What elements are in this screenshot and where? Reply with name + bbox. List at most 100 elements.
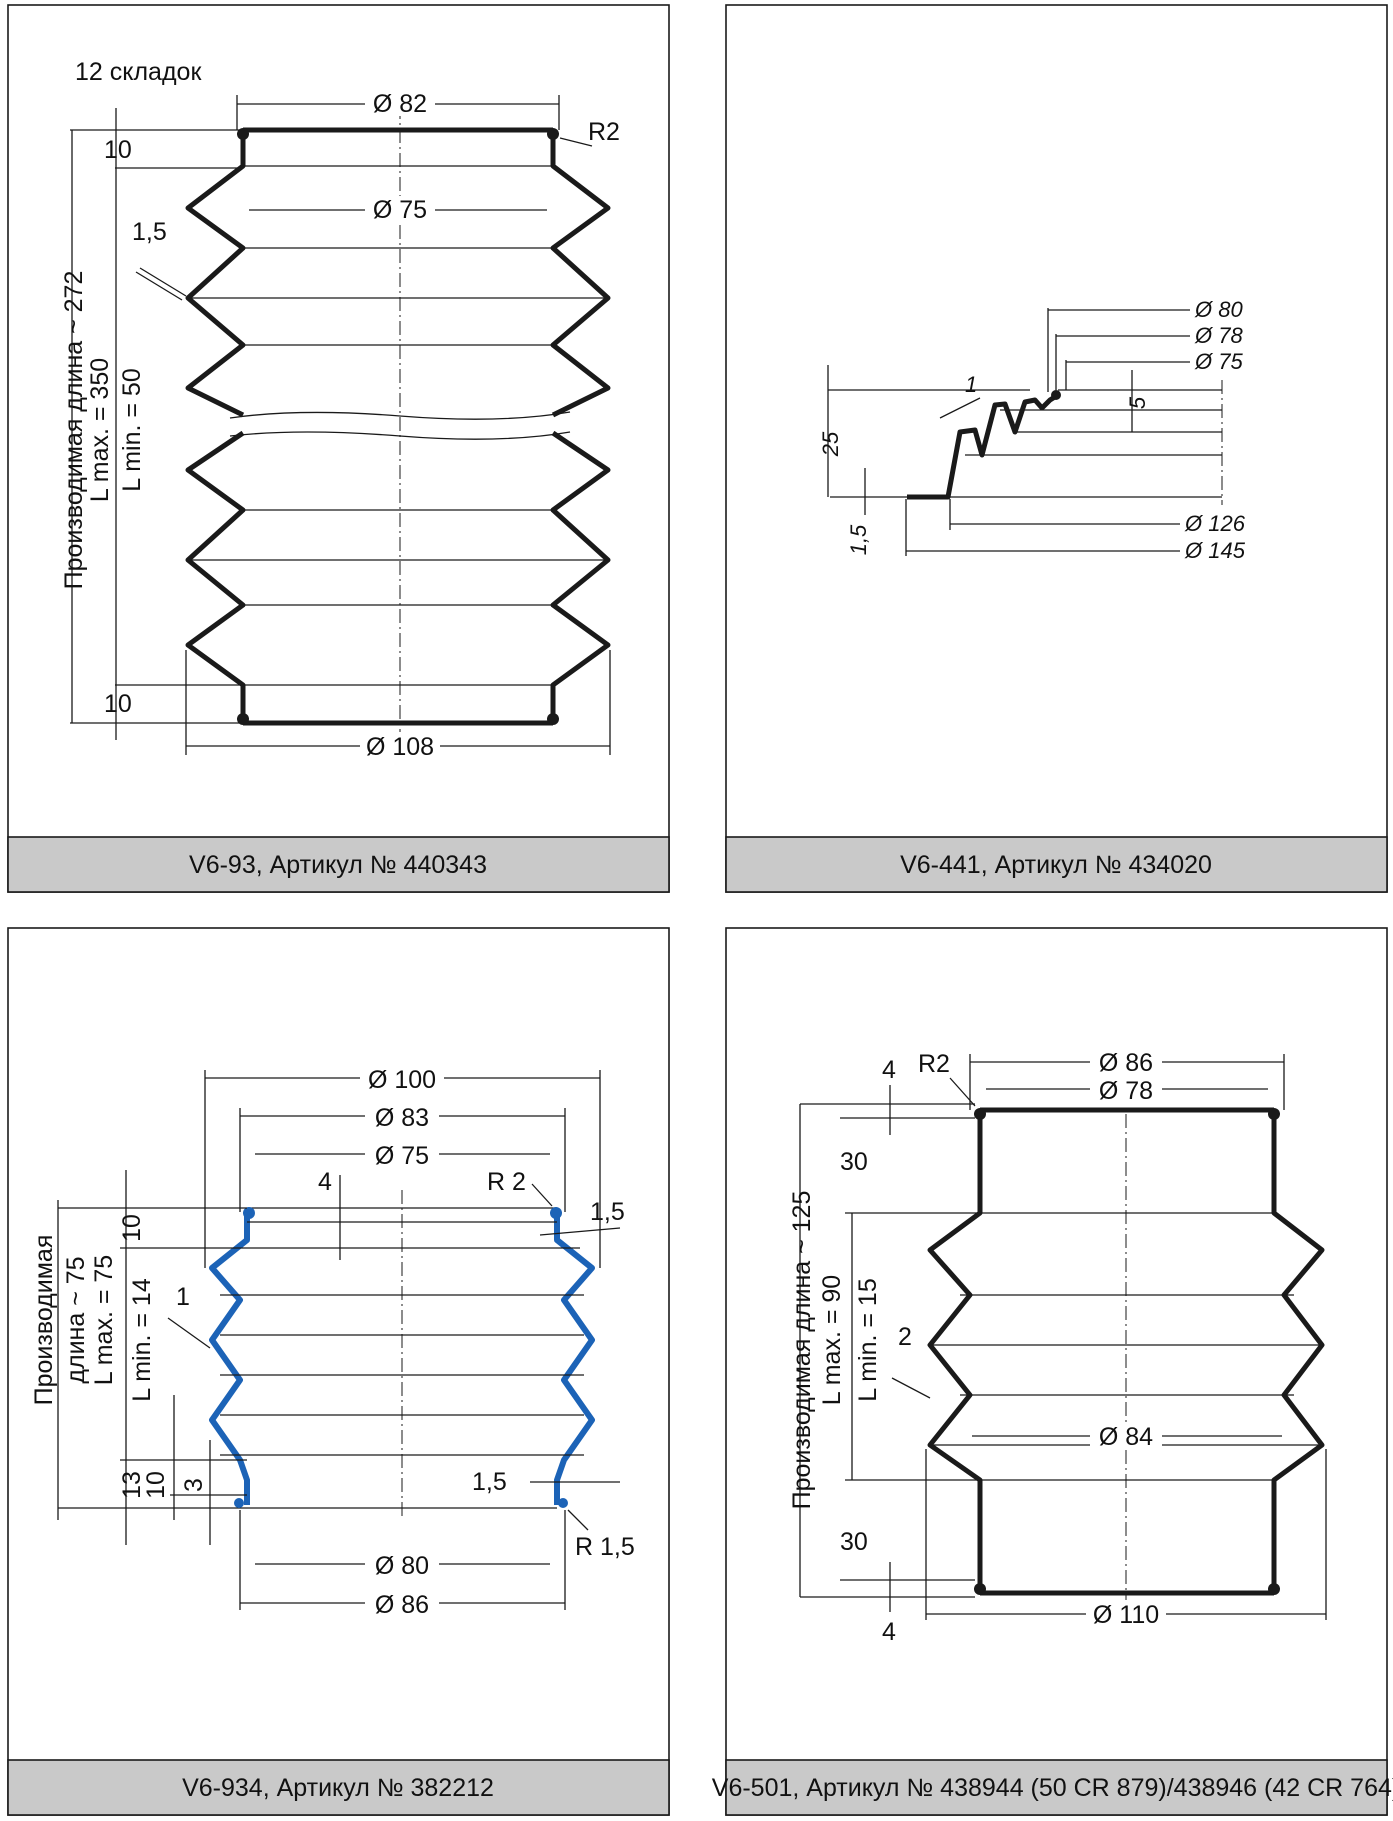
label-step: 5 [1125, 396, 1150, 409]
label-radius-bottom: R 1,5 [575, 1533, 635, 1561]
label-lmax: L max. = 350 [86, 358, 114, 502]
left-profile [209, 1214, 250, 1505]
label-radius: R2 [918, 1050, 950, 1078]
label-d86: Ø 86 [1099, 1049, 1153, 1077]
label-d108: Ø 108 [366, 733, 434, 761]
panel-caption: V6-934, Артикул № 382212 [182, 1774, 494, 1802]
label-lmin: L min. = 50 [118, 368, 146, 491]
panel-caption: V6-441, Артикул № 434020 [900, 851, 1212, 879]
label-lmin: L min. = 15 [854, 1278, 882, 1401]
leader-radius [949, 1077, 976, 1107]
bead [243, 1207, 255, 1219]
leader-radius-top [531, 1183, 553, 1207]
left-profile-upper [185, 130, 246, 418]
label-d78: Ø 78 [1194, 323, 1243, 348]
label-d75: Ø 75 [1194, 349, 1243, 374]
label-dim3: 3 [180, 1478, 208, 1492]
right-profile [554, 1214, 595, 1505]
label-bg [365, 1138, 439, 1168]
panel-v6-441: V6-441, Артикул № 434020 Ø 80 Ø 78 Ø 75 … [725, 4, 1388, 893]
label-cyl-bottom: 30 [840, 1528, 868, 1556]
bead [1051, 390, 1061, 400]
label-d82: Ø 82 [373, 90, 427, 118]
label-bg [1090, 1076, 1162, 1104]
caption-bar [725, 836, 1388, 893]
label-d86: Ø 86 [375, 1591, 429, 1619]
label-bg [365, 88, 435, 116]
label-height: 25 [818, 431, 843, 457]
panel-v6-93: V6-93, Артикул № 440343 [7, 4, 670, 893]
label-dim13: 13 [118, 1471, 146, 1499]
label-length-made: Производимая длина ~ 125 [788, 1191, 816, 1510]
caption-bar [7, 1759, 670, 1816]
leader-wall-top [539, 1227, 621, 1236]
label-d83: Ø 83 [375, 1104, 429, 1132]
label-d80: Ø 80 [375, 1552, 429, 1580]
label-d75: Ø 75 [373, 196, 427, 224]
label-wall: 1,5 [132, 218, 167, 246]
label-lmax: L max. = 75 [90, 1255, 118, 1385]
label-bg [365, 196, 435, 224]
panel-frame [7, 927, 670, 1816]
left-profile-lower [185, 430, 246, 723]
leader-r2 [559, 137, 593, 147]
label-folds: 12 складок [75, 58, 202, 86]
caption-bar [725, 1759, 1388, 1816]
bead [234, 1498, 244, 1508]
label-d110: Ø 110 [1093, 1601, 1159, 1629]
label-wall: 1 [176, 1283, 190, 1311]
right-profile-upper [550, 130, 611, 418]
label-bg [365, 1587, 439, 1617]
label-flange: 1,5 [846, 524, 871, 555]
label-bg [1090, 1422, 1162, 1450]
label-d80: Ø 80 [1194, 297, 1243, 322]
label-collar-top: 10 [118, 1214, 146, 1242]
label-dim10b: 10 [142, 1471, 170, 1499]
panel-frame [725, 927, 1388, 1816]
break-line-top [229, 411, 571, 420]
panel-frame [725, 4, 1388, 893]
label-d126: Ø 126 [1184, 511, 1246, 536]
label-length-made: Производимая длина ~ 272 [60, 271, 88, 590]
label-lmax: L max. = 90 [818, 1275, 846, 1405]
leader-wall [139, 267, 187, 297]
bead [974, 1108, 986, 1120]
label-d78: Ø 78 [1099, 1077, 1153, 1105]
label-bg [365, 1100, 439, 1130]
leader-radius-bottom [567, 1509, 589, 1531]
leader-wall [167, 1317, 211, 1349]
label-radius-top: R 2 [487, 1168, 526, 1196]
label-wall-top: 1,5 [590, 1198, 625, 1226]
bead [237, 713, 249, 725]
label-dim4-bottom: 4 [882, 1618, 896, 1646]
label-d75: Ø 75 [375, 1142, 429, 1170]
label-bg [360, 1062, 444, 1092]
bead [547, 128, 559, 140]
bead [974, 1583, 986, 1595]
label-wall-bottom: 1,5 [472, 1468, 507, 1496]
label-collar-top: 10 [104, 136, 132, 164]
bead [558, 1498, 568, 1508]
label-wall: 1 [965, 372, 977, 397]
bead [1268, 1108, 1280, 1120]
label-length-made-1: Производимая [30, 1235, 58, 1406]
label-length-made-2: длина ~ 75 [62, 1256, 90, 1383]
break-line-bottom [229, 431, 571, 440]
caption-bar [7, 836, 670, 893]
label-cyl-top: 30 [840, 1148, 868, 1176]
bead [550, 1207, 562, 1219]
label-d84: Ø 84 [1099, 1423, 1153, 1451]
label-collar-bottom: 10 [104, 690, 132, 718]
leader-wall [939, 397, 981, 419]
label-lmin: L min. = 14 [128, 1278, 156, 1402]
leader-wall [135, 271, 183, 301]
label-r2: R2 [588, 118, 620, 146]
label-wall: 2 [898, 1323, 912, 1351]
label-bg [1090, 1046, 1162, 1074]
label-bg [365, 1548, 439, 1578]
bead [1268, 1583, 1280, 1595]
bead [547, 713, 559, 725]
label-bg [1086, 1600, 1166, 1628]
panel-v6-501: V6-501, Артикул № 438944 (50 CR 879)/438… [712, 927, 1393, 1816]
